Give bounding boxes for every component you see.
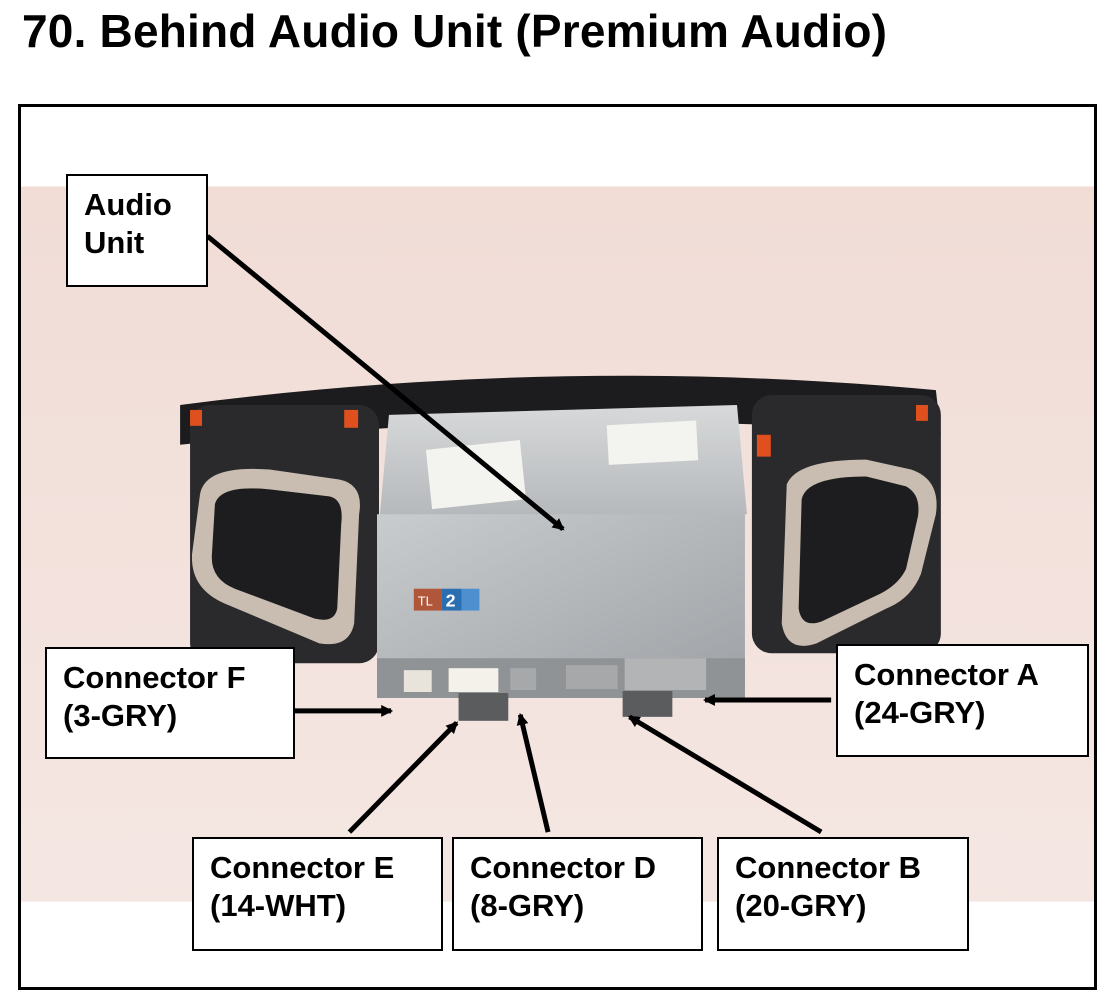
figure-frame: TL 2 Audio Unit Connector F (3-GRY) Conn… [18,104,1097,990]
connector-b-spec: (20-GRY) [735,888,867,923]
connector-a-spec: (24-GRY) [854,695,986,730]
connector-a-label: Connector A (24-GRY) [836,644,1089,757]
connector-d-label: Connector D (8-GRY) [452,837,703,951]
connector-f-spec: (3-GRY) [63,698,178,733]
audio-unit-label-line-2: Unit [84,225,145,260]
page-title: 70. Behind Audio Unit (Premium Audio) [22,5,888,57]
connector-d-spec: (8-GRY) [470,888,585,923]
connector-f-name: Connector F [63,660,246,695]
connector-b-name: Connector B [735,850,921,885]
unit-badge: TL 2 [413,588,480,611]
audio-unit-label-line-1: Audio [84,187,172,222]
audio-unit-box [377,389,747,721]
connector-e-name: Connector E [210,850,395,885]
connector-e-spec: (14-WHT) [210,888,347,923]
connector-a-name: Connector A [854,657,1039,692]
connector-b-label: Connector B (20-GRY) [717,837,969,951]
right-vent [751,395,941,654]
badge-number: 2 [446,591,456,611]
left-vent [190,404,379,664]
connector-d-name: Connector D [470,850,656,885]
audio-unit-label: Audio Unit [66,174,208,287]
badge-prefix: TL [418,594,433,609]
connector-f-label: Connector F (3-GRY) [45,647,295,759]
connector-e-label: Connector E (14-WHT) [192,837,443,951]
